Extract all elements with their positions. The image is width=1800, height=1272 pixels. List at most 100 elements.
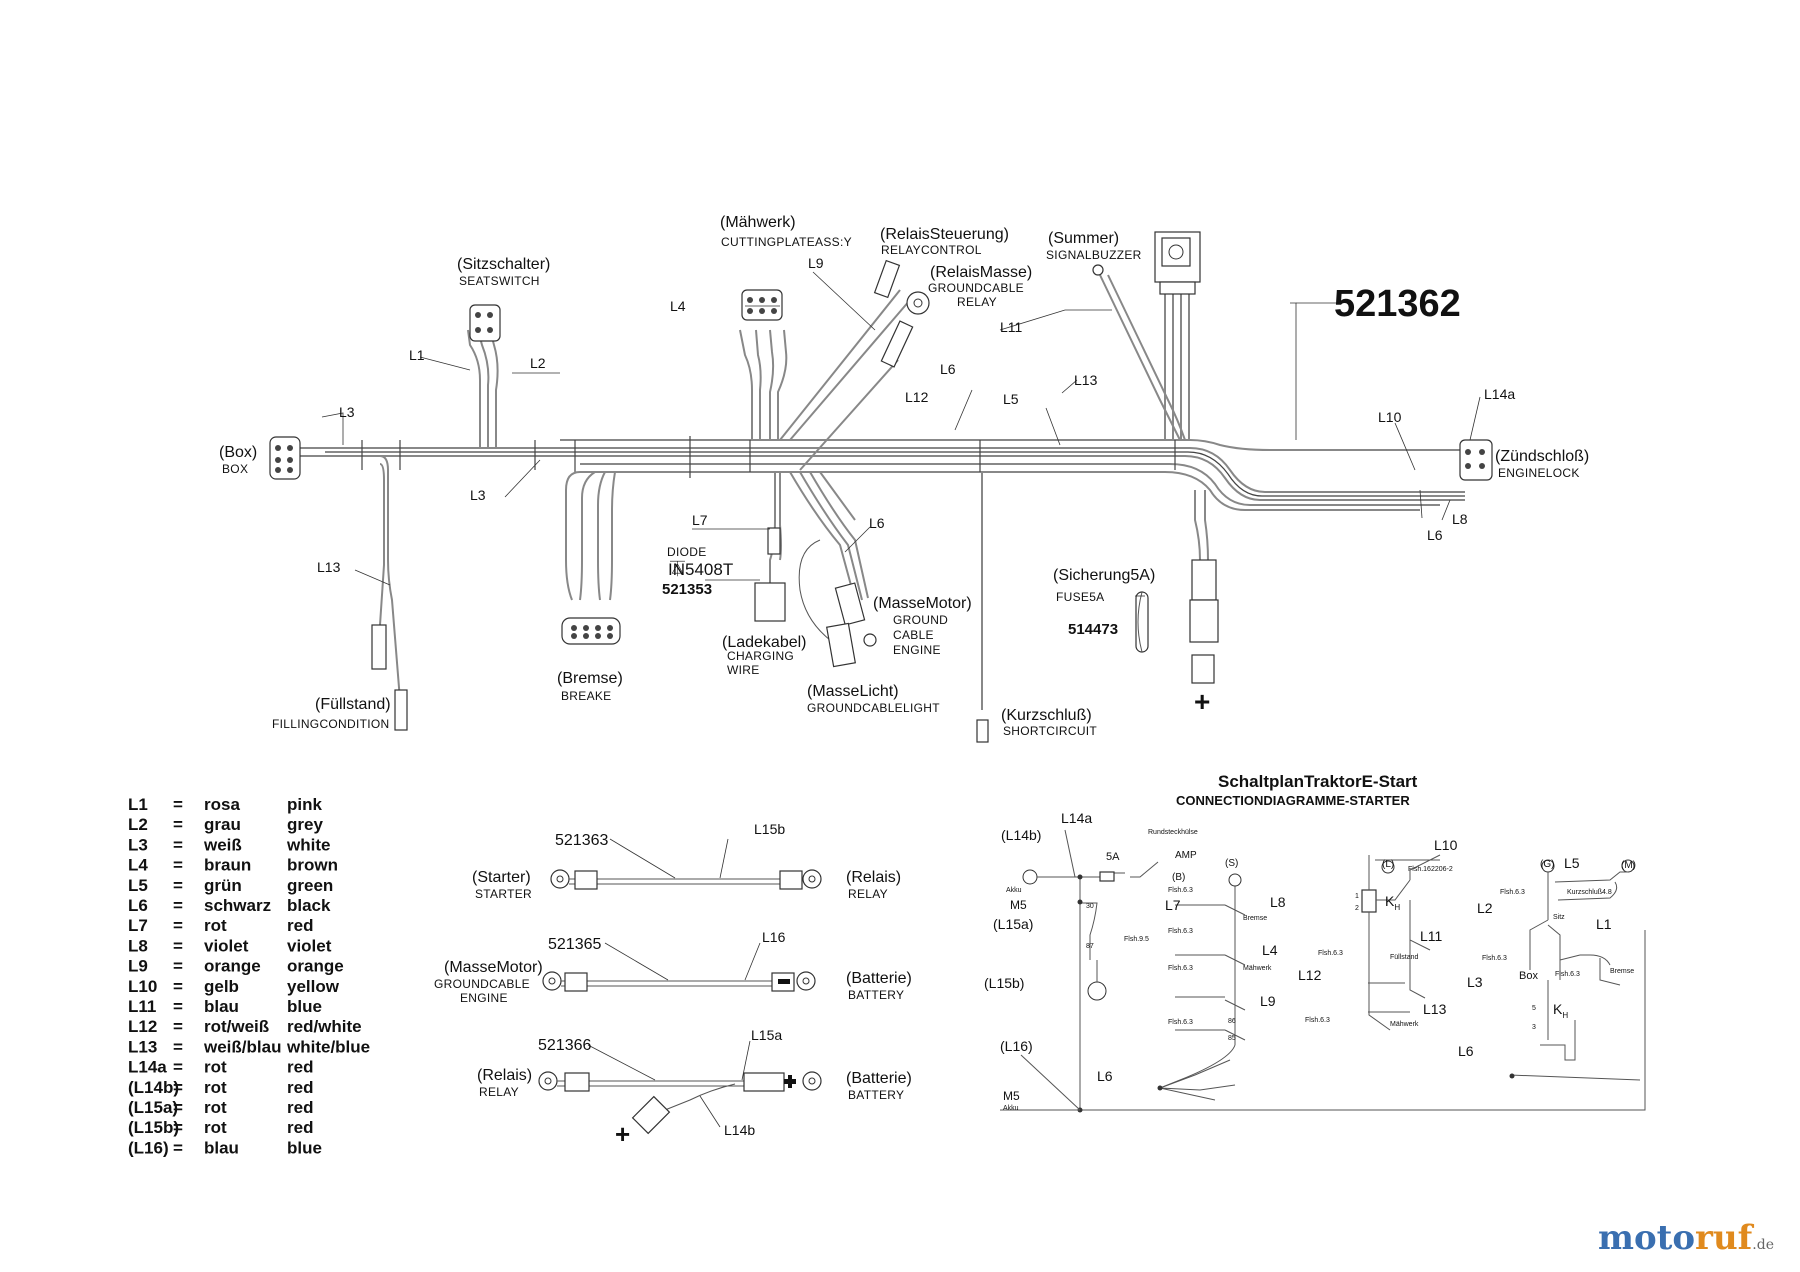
buzzer-connector [1092,264,1104,276]
legend-de: rot [204,916,227,935]
cable-2-left-sublabel-1: GROUNDCABLE [434,977,530,991]
engine-ground-sublabel-2: CABLE [893,628,934,642]
legend-en: yellow [287,977,340,996]
sch-l7: L7 [1165,897,1181,913]
legend-de: gelb [204,977,239,996]
legend-de: rot [204,1098,227,1117]
sch-m5-top: M5 [1010,898,1027,912]
sch-l2: L2 [1477,900,1493,916]
wire-label-l6-top: L6 [940,361,956,377]
box-connector [269,436,301,480]
legend-eq: = [173,1017,183,1036]
sch-maehwerk-2: Mähwerk [1390,1021,1419,1028]
sch-l6-right: L6 [1458,1043,1474,1059]
legend-eq: = [173,1058,183,1077]
legend-eq: = [173,1098,183,1117]
sch-flsh162: Flsh.162206-2 [1408,866,1453,873]
legend-de: rot [204,1058,227,1077]
sch-flsh95: Flsh.9.5 [1124,936,1149,943]
cable-521365 [542,942,816,992]
legend-de: rot/weiß [204,1017,269,1036]
legend-en: white/blue [286,1037,370,1056]
legend-code: L9 [128,957,148,976]
wire-label-l1: L1 [409,347,425,363]
schematic-labels: (L14b) L14a Rundsteckhülse AMP (B) 5A Ak… [984,810,1636,1112]
cable-1-wire: L15b [754,821,785,837]
legend-en: red [287,1078,313,1097]
cable-3-right-label: (Batterie) [846,1070,912,1087]
cable-521366 [538,1040,822,1135]
legend-code: (L14b) [128,1078,179,1097]
legend-eq: = [173,977,183,996]
sch-m5-bottom: M5 [1003,1089,1020,1103]
leader-lines [321,271,1481,597]
wire-label-l13-top: L13 [1074,372,1098,388]
legend-de: rosa [204,795,240,814]
logo-part-2: ruf [1695,1218,1753,1258]
legend-de: grün [204,876,242,895]
legend-code: L10 [128,977,157,996]
cable-2-wire: L16 [762,929,786,945]
legend-code: (L15b) [128,1118,179,1137]
cable-2-part: 521365 [548,936,601,953]
motoruf-logo[interactable]: motoruf.de [1598,1218,1774,1258]
wire-label-l8: L8 [1452,511,1468,527]
cable-2-left-label: (MasseMotor) [444,959,543,976]
legend-eq: = [173,876,183,895]
sch-kh-2: KH [1553,1001,1568,1020]
plus-sign: + [1194,686,1210,717]
sch-l3: L3 [1467,974,1483,990]
brake-sublabel: BREAKE [561,689,612,703]
legend-de: weiß/blau [203,1037,281,1056]
sch-flsh63-g: Flsh.6.3 [1500,889,1525,896]
cable-3-wire-2: L14b [724,1122,755,1138]
legend-en: pink [287,795,322,814]
sch-85: 85 [1228,1035,1236,1042]
legend-eq: = [173,936,183,955]
sch-flsh63-e: Flsh.6.3 [1318,950,1343,957]
relay-ground-sublabel-1: GROUNDCABLE [928,281,1024,295]
sch-flsh63-i: Flsh.6.3 [1555,971,1580,978]
legend-eq: = [173,815,183,834]
legend-de: violet [204,936,249,955]
sch-flsh63-a: Flsh.6.3 [1168,887,1193,894]
logo-domain: .de [1752,1237,1774,1253]
sch-l1: L1 [1596,916,1612,932]
legend-eq: = [173,896,183,915]
cable-1-right-sublabel: RELAY [848,887,888,901]
diode-type: IN5408T [668,560,733,579]
legend-en: red [287,1058,313,1077]
sch-86: 86 [1228,1018,1236,1025]
cable-1-left-label: (Starter) [472,869,531,886]
seatswitch-sublabel: SEATSWITCH [459,274,540,288]
box-sublabel: BOX [222,462,248,476]
enginelock-sublabel: ENGINELOCK [1498,466,1580,480]
wire-label-l11: L11 [1000,319,1023,335]
legend-de: orange [204,957,261,976]
sch-box: Box [1519,970,1538,982]
legend-en: violet [287,936,332,955]
legend-en: white [286,835,330,854]
cable-2-left-sublabel-2: ENGINE [460,991,508,1005]
cuttingplate-label: (Mähwerk) [720,214,796,231]
wire-label-l7: L7 [692,512,708,528]
cable-3-left-sublabel: RELAY [479,1085,519,1099]
wire-harness [285,274,1465,710]
legend-code: L4 [128,856,148,875]
legend-code: L2 [128,815,148,834]
sch-flsh63-h: Flsh.6.3 [1482,955,1507,962]
legend-en: brown [287,856,338,875]
fuse-label: (Sicherung5A) [1053,567,1155,584]
